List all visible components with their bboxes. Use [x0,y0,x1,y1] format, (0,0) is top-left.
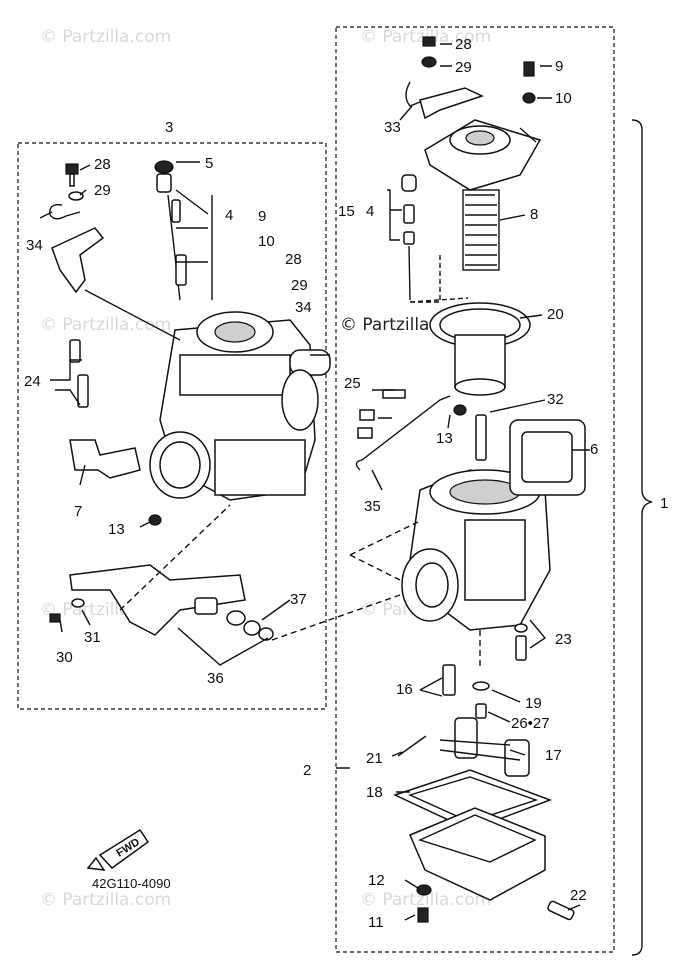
fwd-arrow-icon: FWD [86,828,150,871]
left-leader-lines [39,161,330,666]
callout-label: 1 [660,495,668,512]
washer-29-part [68,191,84,201]
jet-16-part [442,664,456,696]
watermark-text: © Partzilla.com [40,27,171,47]
callout-label: 13 [108,521,125,538]
watermark-text: © Partzilla.com [360,890,491,910]
callout-label: 33 [384,119,401,136]
spring-24-part [69,339,81,363]
callout-label: 15 [338,203,355,220]
callout-label: 17 [545,747,562,764]
callout-label: 3 [165,119,173,136]
callout-label: 28 [285,251,302,268]
callout-label: 35 [364,498,381,515]
callout-label: 28 [455,36,472,53]
float-17-part [454,717,478,759]
callout-label: 13 [436,430,453,447]
callout-label: 16 [396,681,413,698]
callout-label: 19 [525,695,542,712]
callout-label: 29 [94,182,111,199]
nut-13-part [148,514,162,526]
right-leader-lines [336,43,590,921]
callout-label: 8 [530,206,538,223]
callout-label: 4 [366,203,374,220]
callout-label: 26•27 [511,715,550,732]
callout-label: 2 [303,762,311,779]
callout-label: 4 [225,207,233,224]
callout-label: 5 [205,155,213,172]
left-dash-line [119,504,231,611]
float-bowl-part [409,807,546,901]
callout-label: 34 [26,237,43,254]
callout-label: 36 [207,670,224,687]
right-carburetor [271,36,590,923]
pin-21-part [397,735,427,757]
callout-label: 29 [291,277,308,294]
callout-label: 24 [24,373,41,390]
callout-label: 28 [94,156,111,173]
left-carburetor [39,160,331,666]
callout-label: 21 [366,750,383,767]
mounting-plate-part [69,564,246,636]
screw-28-part [422,36,436,47]
pilot-screw-36-part [194,597,218,615]
callout-label: 31 [84,629,101,646]
callout-label: 25 [344,375,361,392]
screw-32-part [475,414,487,461]
callout-label: 9 [555,58,563,75]
callout-label: 29 [455,59,472,76]
callout-label: 12 [368,872,385,889]
assembly-3-box [17,142,327,710]
callout-label: 6 [590,441,598,458]
clip-34-part [49,204,81,220]
callout-label: 7 [74,503,82,520]
callout-label: 11 [368,914,384,931]
callout-label: 20 [547,306,564,323]
callout-labels: 1 2 3 28 29 34 5 4 9 10 28 29 34 24 7 13… [24,36,668,931]
throttle-bracket-part [51,227,105,294]
callout-label: 18 [366,784,383,801]
screw-23-part [515,635,527,661]
callout-label: 34 [295,299,312,316]
callout-label: 9 [258,208,266,225]
callout-label: 10 [555,90,572,107]
bracket-7-part [69,439,141,479]
watermark-text: © Partzilla.com [40,890,171,910]
callout-label: 32 [547,391,564,408]
assembly-1-brace [631,119,653,956]
screw-28-part [65,163,79,175]
screw-22-part [547,900,575,921]
spring-8-part [465,194,497,266]
callout-label: 37 [290,591,307,608]
callout-label: 23 [555,631,572,648]
diagram-code: 42G110-4090 [92,876,171,891]
watermark-text: © Partzilla.com [40,315,171,335]
callout-label: 22 [570,887,587,904]
screw-25-part [382,389,406,399]
callout-label: 30 [56,649,73,666]
gasket-18-part [392,769,553,831]
cap-5-part [154,160,174,174]
needle-set-15-part [401,174,417,192]
callout-label: 10 [258,233,275,250]
